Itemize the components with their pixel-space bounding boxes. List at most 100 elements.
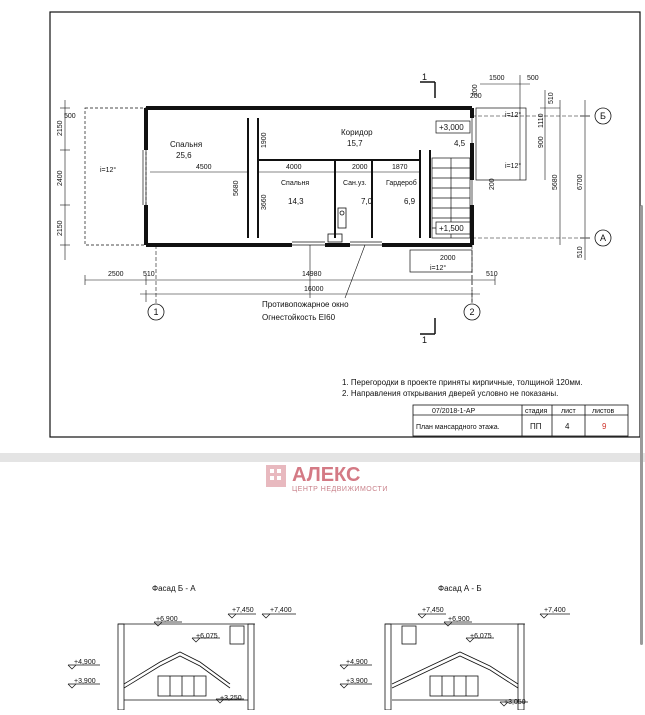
stamp-header: листов [592, 408, 615, 415]
dim-value: 14980 [302, 271, 322, 278]
note-line: 1. Перегородки в проекте приняты кирпичн… [342, 378, 583, 387]
level-label: +4,900 [74, 659, 96, 666]
watermark-logo [266, 465, 286, 487]
level-label: +6,900 [448, 616, 470, 623]
dim-value: 2400 [57, 170, 64, 186]
dim-value: 200 [472, 84, 479, 96]
level-markers [67, 613, 570, 707]
dim-value: 200 [489, 178, 496, 190]
room-area: 25,6 [176, 151, 192, 160]
facades-sheet: АЛЕКС ЦЕНТР НЕДВИЖИМОСТИ Фасад Б - А Фас… [0, 462, 645, 711]
facade-title-right: Фасад А - Б [438, 584, 482, 593]
room-area: 15,7 [347, 139, 363, 148]
dim-value: 510 [548, 92, 555, 104]
level-label: +7,450 [422, 607, 444, 614]
callout-line: Противопожарное окно [262, 300, 349, 309]
slope-label: i=12° [430, 264, 446, 272]
axis-bubble-b [594, 107, 612, 125]
room-name: Гардероб [386, 179, 417, 187]
axis-bubble-1 [147, 303, 165, 321]
dim-value: 900 [538, 136, 545, 148]
level-label: +7,400 [270, 607, 292, 614]
axis-bubble-2 [463, 303, 481, 321]
dim-value: 5680 [233, 180, 240, 196]
room-name: Коридор [341, 128, 373, 137]
dim-value: 4000 [286, 164, 302, 171]
level-label: +3,050 [504, 699, 526, 706]
facade-title-left: Фасад Б - А [152, 584, 196, 593]
section-mark-bottom: 1 [422, 335, 427, 345]
room-area: 14,3 [288, 197, 304, 206]
level-label: +3,900 [74, 678, 96, 685]
stair-area: 4,5 [454, 139, 466, 148]
stamp-title: План мансардного этажа. [416, 424, 500, 431]
section-mark-top: 1 [422, 72, 427, 82]
stamp-header: стадия [525, 408, 548, 415]
dim-value: 510 [486, 271, 498, 278]
axis-label-1: 1 [153, 307, 158, 317]
room-area: 7,0 [361, 197, 373, 206]
balconies [84, 107, 527, 273]
dim-value: 2000 [352, 164, 368, 171]
slope-label: i=12° [100, 166, 116, 174]
partitions [247, 118, 431, 238]
dim-value: 500 [64, 113, 76, 120]
level-label: +7,450 [232, 607, 254, 614]
level-label: +3,900 [346, 678, 368, 685]
axis-bubbles [147, 107, 612, 321]
dim-value: 1500 [489, 75, 505, 82]
note-line: 2. Направления открывания дверей условно… [342, 389, 558, 398]
dim-value: 4500 [196, 164, 212, 171]
dim-value: 500 [527, 75, 539, 82]
stamp-sheet: 4 [565, 422, 570, 431]
level-label: +6,900 [156, 616, 178, 623]
axis-label-a: А [600, 233, 606, 243]
stamp-sheets: 9 [602, 422, 607, 431]
dim-value: 1110 [538, 113, 545, 128]
facade-right [384, 623, 525, 711]
room-name: Сан.уз. [343, 180, 367, 187]
slope-label: i=12° [505, 162, 521, 170]
axis-label-2: 2 [469, 307, 474, 317]
room-name: Спальня [170, 140, 202, 149]
callout-line: Огнестойкость EI60 [262, 313, 336, 322]
sanitary-fixtures [327, 207, 347, 243]
level-label: +6,075 [470, 633, 492, 640]
dim-value: 5680 [552, 174, 559, 190]
facades-drawing: АЛЕКС ЦЕНТР НЕДВИЖИМОСТИ Фасад Б - А Фас… [67, 464, 570, 711]
floor-plan-drawing: Б А 1 2 1 1 Спальня 25,6 Коридор 15,7 Сп… [49, 11, 641, 438]
dim-value: 2150 [57, 220, 64, 236]
watermark-tagline: ЦЕНТР НЕДВИЖИМОСТИ [292, 486, 388, 493]
outer-walls [144, 106, 474, 247]
dim-value: 3660 [261, 194, 268, 210]
sheet-frame [49, 11, 641, 438]
level-label: +6,075 [196, 633, 218, 640]
scrollbar[interactable] [640, 205, 643, 645]
dim-value: 1870 [392, 164, 408, 171]
window-openings [142, 118, 473, 246]
stamp-code: 07/2018-1-АР [432, 408, 476, 415]
title-block [412, 404, 629, 437]
section-marks [420, 81, 436, 335]
watermark-brand: АЛЕКС [292, 464, 360, 486]
dim-value: 2150 [57, 120, 64, 136]
room-name: Спальня [281, 180, 309, 187]
dim-value: 6700 [577, 174, 584, 190]
page-separator [0, 453, 645, 462]
floor-plan-sheet: Б А 1 2 1 1 Спальня 25,6 Коридор 15,7 Сп… [49, 11, 641, 438]
stamp-stage: ПП [530, 422, 542, 431]
dim-value: 1900 [261, 132, 268, 148]
stamp-header: лист [561, 408, 576, 415]
room-area: 6,9 [404, 197, 416, 206]
axis-bubble-a [594, 229, 612, 247]
dim-value: 510 [577, 246, 584, 258]
level-label: +3,250 [220, 695, 242, 702]
slope-label: i=12° [505, 111, 521, 119]
dim-value: 2000 [440, 255, 456, 262]
dim-value: 16000 [304, 286, 324, 293]
dim-value: 510 [143, 271, 155, 278]
dimension-lines [60, 75, 590, 305]
dim-value: 2500 [108, 271, 124, 278]
level-label: +7,400 [544, 607, 566, 614]
